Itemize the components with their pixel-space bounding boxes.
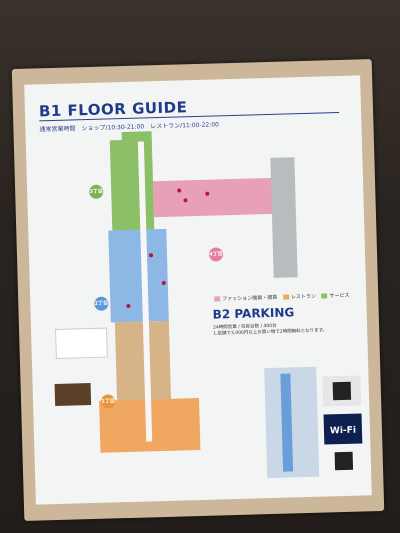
parking-title: B2 PARKING (212, 305, 295, 322)
map-blue-section (108, 228, 169, 323)
map-green-top (121, 131, 152, 145)
color-legend: ファッション雑貨・雑貨 レストラン サービス (210, 292, 350, 303)
legend-label: ファッション雑貨・雑貨 (222, 294, 278, 303)
floor-guide-board: B1 FLOOR GUIDE 通常営業時間 ショップ/10:30-21:00 レ… (24, 75, 372, 505)
legend-swatch (282, 294, 289, 300)
exit-badge: 3丁目 (89, 184, 104, 199)
qr-code (332, 381, 352, 401)
exit-badge: 2丁目 (94, 296, 109, 311)
exit-badge: 4丁目 (208, 247, 224, 262)
map-marker (148, 253, 154, 258)
wifi-sign: Wi-Fi (323, 413, 363, 445)
map-marker (126, 303, 131, 309)
info-badge (54, 383, 92, 407)
map-marker (177, 188, 182, 193)
legend-swatch (321, 293, 328, 299)
qr-code (334, 451, 354, 471)
legend-label: サービス (329, 292, 350, 300)
parking-info: 24時間営業 / 収容台数 / 400台 1.店舗で3,000円以上お買い物で2… (213, 322, 327, 337)
map-gray-wing (270, 157, 298, 278)
map-pink-corridor (152, 177, 274, 218)
info-badge (55, 327, 108, 359)
legend-label: レストラン (290, 293, 316, 301)
map-green-section (109, 139, 155, 233)
legend-swatch (214, 296, 221, 302)
